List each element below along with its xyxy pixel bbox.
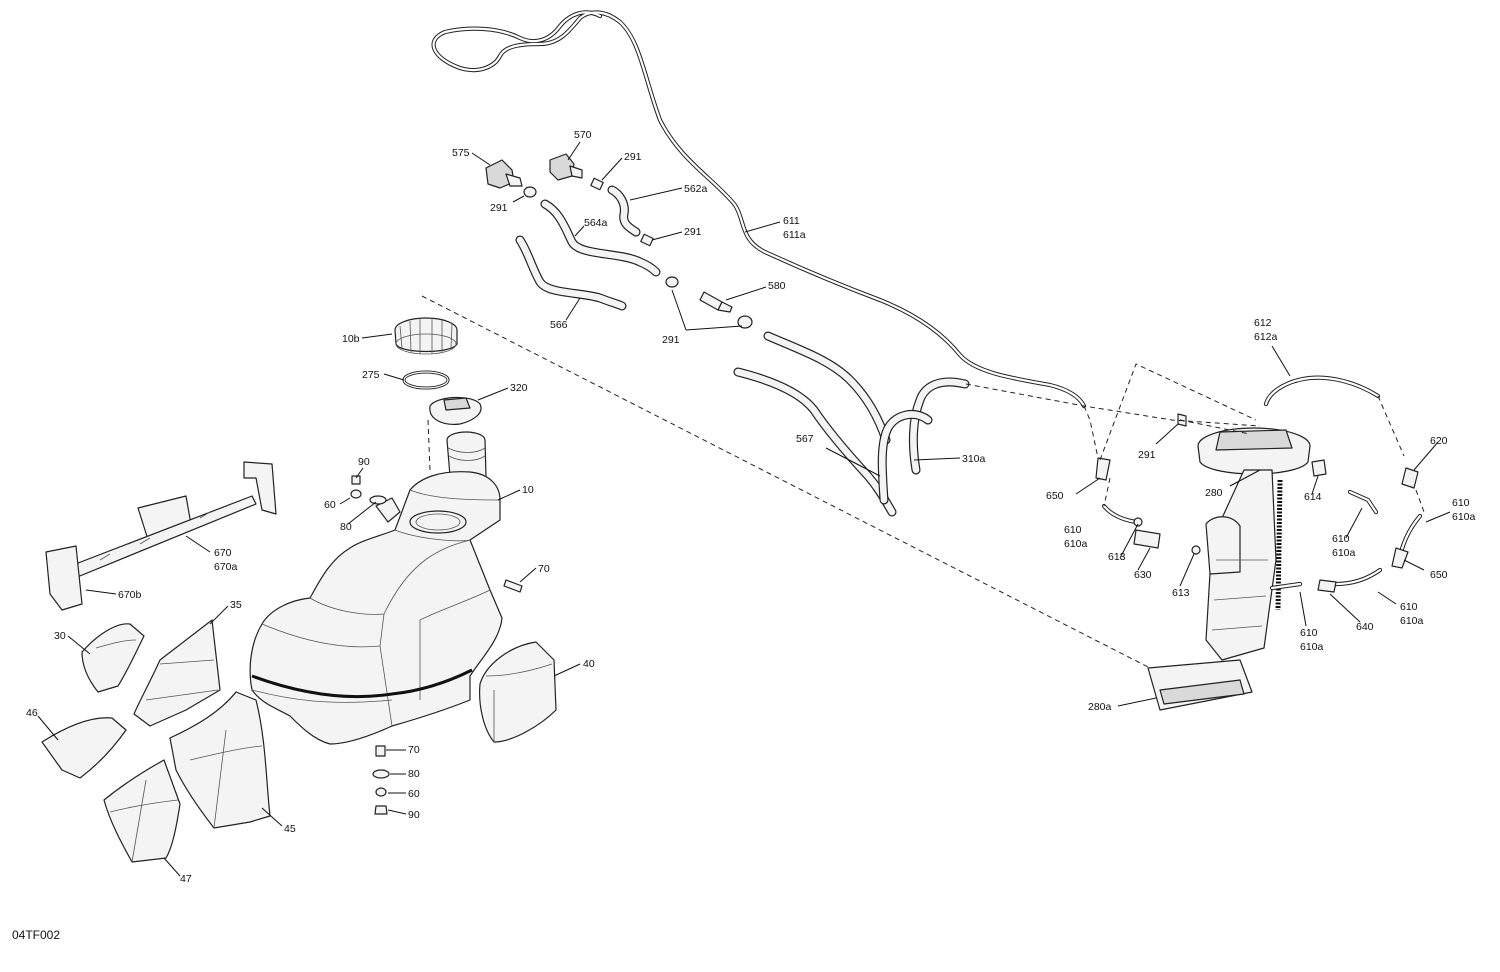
callout-610-a: 610 bbox=[1064, 524, 1082, 536]
hose-567 bbox=[733, 367, 897, 517]
callout-650-a: 650 bbox=[1046, 490, 1064, 502]
callout-612: 612 bbox=[1254, 317, 1272, 329]
callout-80-upper: 80 bbox=[340, 521, 352, 533]
fastener-stack-upper bbox=[350, 475, 387, 505]
callout-670: 670 bbox=[214, 547, 232, 559]
callout-562a: 562a bbox=[684, 183, 708, 195]
callout-291-a: 291 bbox=[490, 202, 508, 214]
shield-46 bbox=[41, 717, 127, 779]
callout-320: 320 bbox=[510, 382, 528, 394]
callout-80-lower: 80 bbox=[408, 768, 420, 780]
callout-610-b: 610 bbox=[1332, 533, 1350, 545]
callout-610a-e: 610a bbox=[1300, 641, 1324, 653]
hose-562a bbox=[607, 185, 641, 237]
hose-566 bbox=[515, 235, 627, 311]
bracket-670 bbox=[45, 461, 277, 611]
assembly-dashed-lines bbox=[421, 295, 1425, 669]
callout-35: 35 bbox=[230, 599, 242, 611]
callout-10b: 10b bbox=[342, 333, 360, 345]
callout-670a: 670a bbox=[214, 561, 238, 573]
callout-610a-d: 610a bbox=[1400, 615, 1424, 627]
fastener-stack-lower bbox=[372, 745, 390, 815]
callout-60-upper: 60 bbox=[324, 499, 336, 511]
callout-46: 46 bbox=[26, 707, 38, 719]
callout-614: 614 bbox=[1304, 491, 1322, 503]
callout-612a: 612a bbox=[1254, 331, 1278, 343]
connector-575 bbox=[485, 159, 523, 189]
callout-650-b: 650 bbox=[1430, 569, 1448, 581]
callout-47: 47 bbox=[180, 873, 192, 885]
sensor-640 bbox=[1317, 579, 1337, 593]
callout-564a: 564a bbox=[584, 217, 608, 229]
callout-570: 570 bbox=[574, 129, 592, 141]
callout-40: 40 bbox=[583, 658, 595, 670]
valve-620 bbox=[1401, 467, 1419, 489]
callout-291-d: 291 bbox=[662, 334, 680, 346]
callout-610-c: 610 bbox=[1452, 497, 1470, 509]
callout-60-lower: 60 bbox=[408, 788, 420, 800]
callout-611a: 611a bbox=[783, 229, 806, 241]
callout-labels: 575 570 291 291 562a 291 564a 566 580 29… bbox=[26, 129, 1476, 885]
callout-280: 280 bbox=[1205, 487, 1223, 499]
clamp-291-d bbox=[665, 276, 753, 329]
shield-47 bbox=[103, 759, 181, 863]
callout-610-d: 610 bbox=[1400, 601, 1418, 613]
callout-280a: 280a bbox=[1088, 701, 1112, 713]
check-valve-580 bbox=[699, 291, 733, 313]
callout-291-c: 291 bbox=[684, 226, 702, 238]
callout-640: 640 bbox=[1356, 621, 1374, 633]
hose-310a bbox=[763, 331, 970, 505]
callout-610a-b: 610a bbox=[1332, 547, 1356, 559]
callout-310a: 310a bbox=[962, 453, 986, 465]
connectors-650 bbox=[1095, 457, 1409, 569]
hose-564a bbox=[540, 199, 661, 277]
callout-610-e: 610 bbox=[1300, 627, 1318, 639]
callout-10: 10 bbox=[522, 484, 534, 496]
callout-575: 575 bbox=[452, 147, 470, 159]
callout-567: 567 bbox=[796, 433, 814, 445]
fuel-cap-320 bbox=[429, 396, 482, 425]
bolt-70-upper bbox=[503, 579, 523, 593]
callout-610a-a: 610a bbox=[1064, 538, 1088, 550]
filter-630 bbox=[1133, 517, 1201, 555]
fuel-pump-280 bbox=[1147, 427, 1311, 711]
diagram-reference-code: 04TF002 bbox=[12, 928, 61, 942]
callout-613-a: 613 bbox=[1108, 551, 1126, 563]
callout-30: 30 bbox=[54, 630, 66, 642]
filler-ring-10b bbox=[394, 317, 458, 355]
callout-670b: 670b bbox=[118, 589, 142, 601]
callout-275: 275 bbox=[362, 369, 380, 381]
fitting-614 bbox=[1311, 459, 1327, 477]
callout-610a-c: 610a bbox=[1452, 511, 1476, 523]
clamp-291-a bbox=[523, 186, 537, 198]
callout-45: 45 bbox=[284, 823, 296, 835]
shield-30 bbox=[81, 623, 145, 693]
callout-291-e: 291 bbox=[1138, 449, 1156, 461]
callout-613-b: 613 bbox=[1172, 587, 1190, 599]
leader-lines bbox=[37, 141, 1451, 877]
clamp-291-b bbox=[590, 177, 604, 191]
callout-580: 580 bbox=[768, 280, 786, 292]
gasket-275 bbox=[402, 370, 450, 390]
vent-line-612 bbox=[1263, 375, 1381, 407]
shield-35 bbox=[133, 619, 221, 727]
callout-611: 611 bbox=[783, 215, 800, 227]
callout-630: 630 bbox=[1134, 569, 1152, 581]
clamp-291-c bbox=[640, 233, 654, 247]
callout-291-b: 291 bbox=[624, 151, 642, 163]
callout-620: 620 bbox=[1430, 435, 1448, 447]
callout-70-lower: 70 bbox=[408, 744, 420, 756]
fuel-tank-10 bbox=[249, 471, 503, 745]
callout-90-lower: 90 bbox=[408, 809, 420, 821]
shield-45 bbox=[169, 691, 271, 829]
shield-40 bbox=[479, 641, 557, 743]
vent-line-611 bbox=[431, 10, 1087, 409]
callout-90-upper: 90 bbox=[358, 456, 370, 468]
callout-70-upper: 70 bbox=[538, 563, 550, 575]
connector-570 bbox=[549, 153, 583, 181]
callout-566: 566 bbox=[550, 319, 568, 331]
